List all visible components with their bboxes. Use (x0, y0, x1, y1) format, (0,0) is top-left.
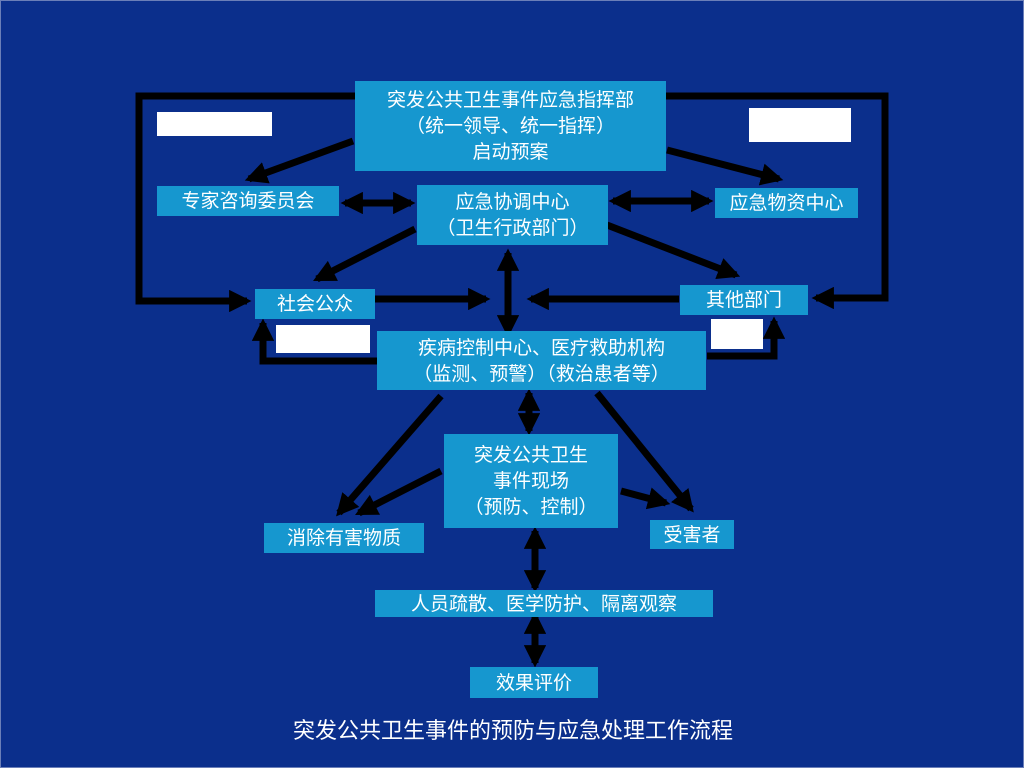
arrow-command-to-expert (244, 137, 355, 184)
command-line1: 突发公共卫生事件应急指挥部 (386, 89, 634, 111)
arrow-cdc-to-other-depts (707, 316, 786, 360)
command-line2: （统一领导、统一指挥） (405, 115, 615, 137)
site-line3: （预防、控制） (464, 496, 598, 518)
node-other-departments: 其他部门 (680, 285, 808, 315)
arrow-command-to-public (135, 92, 355, 313)
arrow-coordination-to-other-depts (605, 221, 741, 279)
node-expert-committee: 专家咨询委员会 (157, 186, 339, 216)
evacuation-label: 人员疏散、医学防护、隔离观察 (410, 592, 677, 615)
public-label: 社会公众 (276, 293, 353, 315)
arrow-command-to-other-depts (666, 92, 889, 310)
blank-label-mid-left (276, 325, 370, 353)
node-cdc-medical: 疾病控制中心、医疗救助机构 （监测、预警）（救治患者等） (377, 331, 706, 390)
arrow-site-to-victims (620, 487, 671, 510)
arrow-cdc-to-eliminate (336, 393, 444, 517)
eliminate-label: 消除有害物质 (286, 527, 401, 549)
blank-label-top-left (157, 112, 272, 136)
cdc-line1: 疾病控制中心、医疗救助机构 (417, 336, 665, 359)
site-line2: 事件现场 (492, 470, 569, 492)
supplies-label: 应急物资中心 (729, 192, 844, 214)
node-effect-evaluation: 效果评价 (470, 667, 598, 698)
coordination-line2: （卫生行政部门） (436, 217, 589, 239)
coordination-line1: 应急协调中心 (455, 191, 570, 213)
node-public: 社会公众 (255, 289, 375, 319)
arrow-cdc-to-public (251, 318, 377, 365)
site-line1: 突发公共卫生 (473, 444, 588, 466)
cdc-line2: （监测、预警）（救治患者等） (413, 362, 670, 385)
arrow-command-to-supplies (666, 146, 784, 186)
arrow-cdc-to-victims (594, 390, 694, 513)
command-line3: 启动预案 (472, 141, 549, 163)
other-depts-label: 其他部门 (705, 289, 782, 311)
node-incident-site: 突发公共卫生 事件现场 （预防、控制） (444, 434, 618, 528)
node-victims: 受害者 (650, 520, 734, 549)
victims-label: 受害者 (663, 523, 721, 546)
expert-label: 专家咨询委员会 (181, 190, 315, 212)
diagram-caption: 突发公共卫生事件的预防与应急处理工作流程 (292, 719, 733, 744)
node-evacuation: 人员疏散、医学防护、隔离观察 (375, 590, 713, 617)
evaluation-label: 效果评价 (495, 671, 572, 694)
node-eliminate-hazards: 消除有害物质 (264, 523, 424, 553)
arrow-coordination-to-public (313, 225, 417, 283)
arrow-site-to-eliminate (355, 467, 443, 517)
node-command-headquarters: 突发公共卫生事件应急指挥部 （统一领导、统一指挥） 启动预案 (355, 81, 666, 171)
node-supplies-center: 应急物资中心 (715, 188, 858, 218)
blank-label-mid-right (711, 319, 763, 349)
blank-label-top-right (749, 108, 851, 142)
node-coordination-center: 应急协调中心 （卫生行政部门） (417, 185, 608, 245)
